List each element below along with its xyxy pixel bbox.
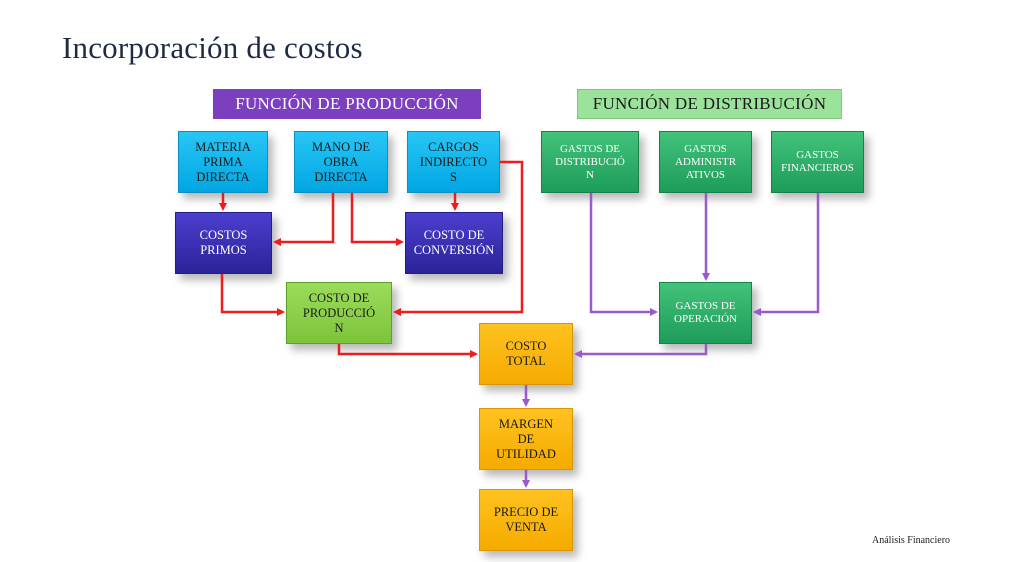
footer-text: Análisis Financiero [872, 535, 951, 546]
precio-venta-node: PRECIO DE VENTA [479, 489, 573, 551]
arrow-financieros-to-operacion [753, 193, 820, 316]
mano-de-obra-node: MANO DE OBRA DIRECTA [294, 131, 388, 193]
gastos-operacion-node: GASTOS DE OPERACIÓN [659, 282, 752, 344]
arrow-distribucion-to-operacion [589, 193, 658, 316]
costo-produccion-node: COSTO DE PRODUCCIÓ N [286, 282, 392, 344]
materia-prima-node: MATERIA PRIMA DIRECTA [178, 131, 268, 193]
costos-primos-node: COSTOS PRIMOS [175, 212, 272, 274]
arrow-mano-to-conversion [350, 193, 404, 246]
arrow-mano-to-primos [273, 193, 335, 246]
costo-conversion-node: COSTO DE CONVERSIÓN [405, 212, 503, 274]
gastos-financieros-node: GASTOS FINANCIEROS [771, 131, 864, 193]
arrow-operacion-to-total [574, 344, 708, 358]
arrow-cargos-to-produccion [393, 160, 524, 316]
margen-utilidad-node: MARGEN DE UTILIDAD [479, 408, 573, 470]
arrow-produccion-to-total [337, 344, 478, 358]
gastos-administrativos-node: GASTOS ADMINISTR ATIVOS [659, 131, 752, 193]
slide-title: Incorporación de costos [62, 30, 363, 65]
production-function-header: FUNCIÓN DE PRODUCCIÓN [213, 89, 481, 119]
cargos-indirectos-node: CARGOS INDIRECTO S [407, 131, 500, 193]
gastos-distribucion-node: GASTOS DE DISTRIBUCIÓ N [541, 131, 639, 193]
arrow-primos-to-produccion [220, 274, 285, 316]
distribution-function-header: FUNCIÓN DE DISTRIBUCIÓN [577, 89, 842, 119]
costo-total-node: COSTO TOTAL [479, 323, 573, 385]
